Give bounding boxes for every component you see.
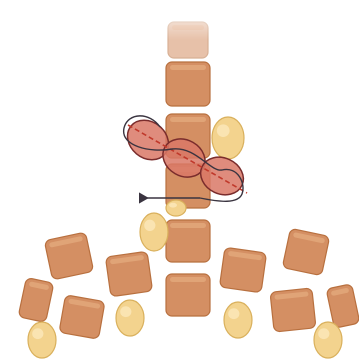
- square-block: [59, 295, 105, 339]
- oval-block: [140, 213, 168, 251]
- square-block: [326, 284, 359, 329]
- square-block: [166, 274, 210, 316]
- square-blocks: [18, 22, 359, 339]
- square-block: [166, 220, 210, 262]
- square-block: [44, 232, 93, 280]
- oval-block: [116, 300, 144, 336]
- square-block: [219, 247, 266, 292]
- square-block: [105, 251, 152, 296]
- top-fade: [150, 0, 220, 40]
- oval-block: [28, 322, 56, 358]
- square-block: [282, 228, 329, 275]
- square-block: [166, 62, 210, 106]
- square-block: [270, 288, 316, 332]
- oval-block: [212, 117, 244, 159]
- oval-block: [224, 302, 252, 338]
- square-block: [18, 278, 54, 323]
- oval-block: [314, 322, 342, 358]
- oval-block: [166, 200, 186, 216]
